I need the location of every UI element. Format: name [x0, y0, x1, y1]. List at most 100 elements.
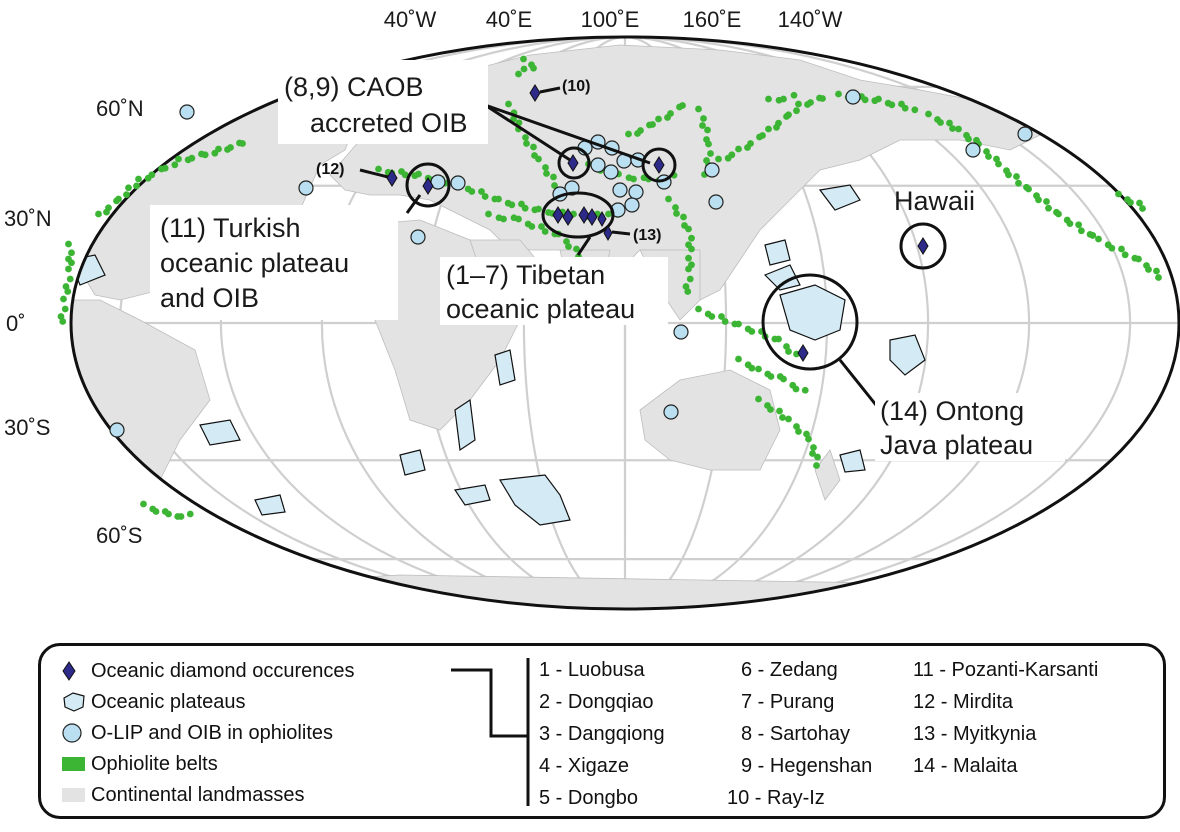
lon-label-140w: 140˚W — [778, 7, 843, 32]
leader-12 — [359, 168, 389, 179]
ophiolite-dot — [1066, 220, 1074, 228]
ophiolite-dot — [123, 191, 130, 199]
legend-item-ophiolite: Ophiolite belts — [61, 752, 218, 776]
diamond-marker — [552, 206, 564, 224]
plateau-shatsky — [764, 239, 791, 266]
ophiolite-dot — [637, 127, 644, 134]
ophiolite-dot — [530, 64, 537, 72]
site-3: 3 - Dangqiong — [539, 723, 665, 745]
ophiolite-dot — [1035, 196, 1042, 204]
ophiolite-dot — [468, 188, 476, 195]
ophiolite-dot — [673, 210, 680, 217]
turkish-label-line1: (11) Turkish — [160, 213, 301, 243]
ophiolite-dot — [684, 288, 692, 295]
ophiolite-dot — [1115, 190, 1122, 198]
ophiolite-dot — [901, 104, 909, 112]
ophiolite-dot — [685, 265, 692, 273]
lon-label-40e: 40˚E — [486, 7, 532, 32]
ophiolite-dot — [747, 140, 754, 147]
ophiolite-dot — [792, 385, 800, 393]
eurasia — [329, 44, 1051, 301]
ophiolite-dot — [875, 95, 882, 103]
legend-label: Oceanic plateaus — [91, 690, 246, 713]
ophiolite-dot — [949, 125, 956, 132]
plateau-madagascar — [454, 398, 476, 452]
ophiolite-dot — [175, 155, 182, 163]
oib-circle — [109, 422, 125, 438]
plateau-mascarene — [494, 349, 516, 386]
ophiolite-dot — [551, 182, 558, 189]
oib-circle — [603, 164, 619, 180]
ophiolite-dot — [1121, 251, 1129, 259]
ophiolite-dot — [1108, 244, 1116, 252]
legend-item-circle: O-LIP and OIB in ophiolites — [61, 721, 333, 745]
oib-circle — [704, 162, 720, 178]
diamond-marker — [653, 156, 665, 174]
ophiolite-dot — [505, 100, 512, 108]
ophiolite-dot — [780, 375, 787, 383]
ophiolite-dot — [695, 105, 702, 113]
ophiolite-dot — [1135, 255, 1142, 263]
diamond-marker — [603, 224, 613, 242]
world-map: 40˚W 40˚E 100˚E 160˚E 140˚W 60˚N 30˚N 0˚… — [4, 7, 1180, 611]
plateau-mid-pacific — [763, 264, 801, 291]
ophiolite-dot — [665, 195, 672, 203]
lon-label-100e: 100˚E — [581, 7, 640, 32]
ophiolite-dot — [105, 204, 112, 212]
label-bg-ontong — [875, 393, 1065, 461]
ophiolite-dot — [795, 428, 802, 435]
ophiolite-dot — [565, 243, 572, 250]
leader-tibet — [576, 236, 592, 256]
ophiolite-dot — [649, 121, 656, 128]
ophiolite-dot — [535, 205, 542, 213]
ophiolite-dot — [1075, 221, 1083, 229]
ophiolite-dot — [667, 110, 674, 117]
ophiolite-dot — [535, 155, 542, 163]
ophiolite-dot — [672, 204, 679, 211]
site-11: 11 - Pozanti-Karsanti — [913, 659, 1099, 681]
ophiolite-dot — [522, 134, 529, 141]
legend-item-diamond: Oceanic diamond occurences — [61, 659, 354, 683]
plateau-crozet — [453, 484, 491, 506]
ophiolite-dot — [515, 70, 522, 78]
ophiolite-dot — [239, 140, 246, 147]
ophiolite-dot — [1089, 232, 1097, 239]
ophiolite-dot — [767, 406, 774, 413]
oib-circle — [590, 157, 606, 173]
ophiolite-dot — [835, 90, 842, 98]
ophiolite-dot — [704, 126, 711, 134]
lat-label-60s: 60˚S — [96, 523, 142, 548]
ophiolite-dot — [630, 175, 637, 183]
ophiolite-dot — [721, 318, 729, 325]
diamond-marker — [562, 208, 574, 226]
ophiolite-dot — [520, 65, 528, 73]
ophiolite-dot — [530, 143, 537, 151]
ontong-label-line2: Java plateau — [880, 430, 1033, 460]
ophiolite-dot — [495, 195, 502, 203]
ophiolite-dot — [807, 99, 814, 106]
leader-caob-b — [484, 103, 651, 165]
ophiolite-dot — [888, 101, 896, 109]
ophiolite-dot — [700, 115, 707, 122]
diamond-icon — [61, 659, 91, 683]
ophiolite-dot — [188, 154, 196, 162]
ophiolite-dot — [528, 223, 536, 230]
ophiolite-dot — [708, 313, 716, 320]
ophiolite-dot — [1127, 199, 1134, 206]
site-4: 4 - Xigaze — [539, 755, 630, 777]
site-2: 2 - Dongqiao — [539, 691, 654, 713]
oib-circle — [612, 182, 628, 198]
ophiolite-dot — [133, 182, 140, 190]
ophiolite-dot — [688, 245, 695, 253]
new-zealand — [814, 449, 841, 501]
turkish-label-line2: oceanic plateau — [160, 248, 349, 278]
lon-label-160e: 160˚E — [683, 7, 742, 32]
ophiolite-dot — [810, 444, 817, 451]
leader-turkish — [405, 194, 422, 214]
globe-outline — [69, 35, 1180, 611]
tibetan-label-line1: (1–7) Tibetan — [446, 260, 605, 290]
ophiolite-dot — [1139, 205, 1146, 212]
ophiolite-dot — [655, 115, 662, 123]
plateau-manihiki — [889, 334, 926, 376]
australia — [639, 369, 781, 471]
